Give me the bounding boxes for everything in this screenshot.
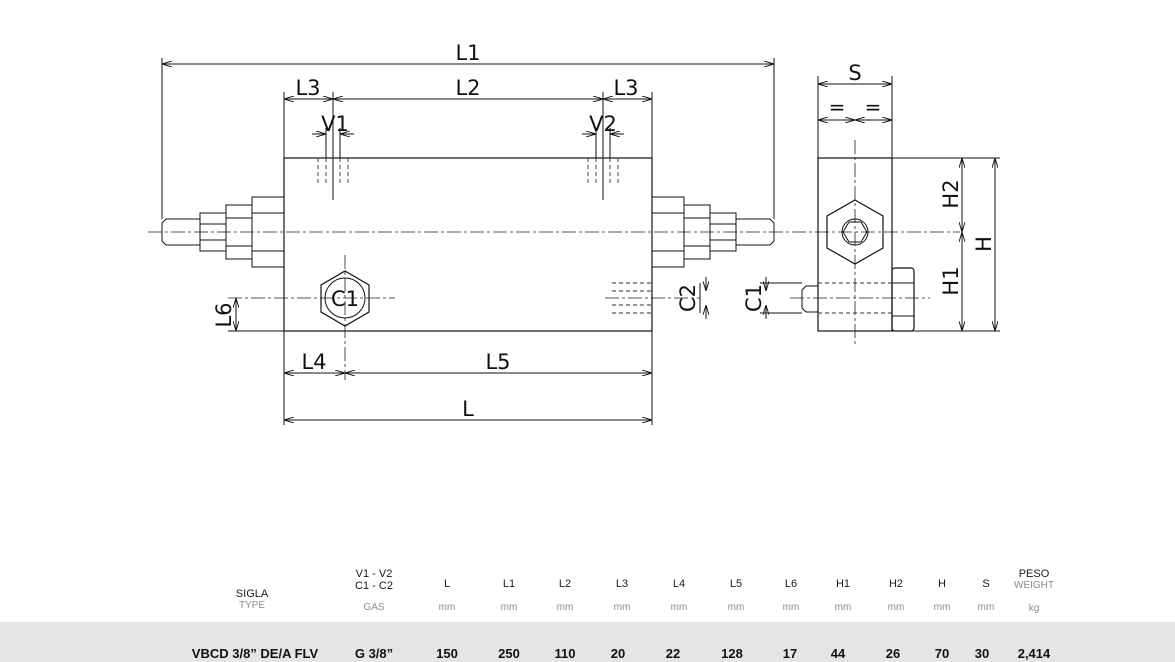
label-V1: V1: [321, 112, 349, 136]
header-col-S: S: [982, 578, 990, 590]
header-sigla: SIGLA: [235, 588, 269, 600]
row-L2: 110: [554, 646, 576, 661]
unit-H2: mm: [887, 602, 905, 613]
row-H2: 26: [885, 646, 901, 661]
header-col-L3: L3: [615, 578, 629, 590]
unit-L2: mm: [556, 602, 574, 613]
header-ports-line2: C1 - C2: [355, 580, 393, 592]
header-col-H2: H2: [888, 578, 904, 590]
header-col-L5: L5: [729, 578, 743, 590]
row-S: 30: [974, 646, 990, 661]
label-L2: L2: [455, 76, 480, 100]
header-col-L1: L1: [502, 578, 516, 590]
row-L6: 17: [782, 646, 798, 661]
unit-L6: mm: [782, 602, 800, 613]
row-L: 150: [436, 646, 458, 661]
label-L6: L6: [212, 302, 236, 327]
unit-L4: mm: [670, 602, 688, 613]
label-C2: C2: [676, 284, 700, 312]
label-S: S: [848, 61, 861, 85]
table-subheader-row: TYPE GAS mm mm mm mm mm mm mm mm mm mm m…: [0, 600, 1175, 616]
label-H: H: [972, 236, 996, 252]
row-L5: 128: [721, 646, 743, 661]
header-ports-line1: V1 - V2: [355, 568, 393, 580]
row-L3: 20: [610, 646, 626, 661]
header-col-H1: H1: [835, 578, 851, 590]
side-view: [760, 76, 1000, 345]
header-gas: GAS: [363, 602, 385, 613]
label-H1: H1: [939, 266, 963, 295]
unit-S: mm: [977, 602, 995, 613]
technical-drawing: L1 L3 L2 L3 V1 V2 C1 L4 L5 L L6 C2 C1 S …: [148, 41, 1000, 425]
row-L4: 22: [665, 646, 681, 661]
label-eq-left: =: [829, 95, 846, 119]
label-L1: L1: [455, 41, 480, 65]
header-col-L6: L6: [784, 578, 798, 590]
header-col-H: H: [938, 578, 946, 590]
row-H: 70: [934, 646, 950, 661]
row-L1: 250: [498, 646, 520, 661]
row-weight: 2,414: [1017, 646, 1051, 661]
label-L: L: [462, 397, 474, 421]
label-L3-left: L3: [295, 76, 320, 100]
label-V2: V2: [589, 112, 617, 136]
front-view: [148, 58, 960, 425]
unit-L1: mm: [500, 602, 518, 613]
label-C1-front: C1: [331, 287, 359, 311]
unit-H1: mm: [834, 602, 852, 613]
row-gas: G 3/8”: [354, 646, 394, 661]
unit-L3: mm: [613, 602, 631, 613]
label-eq-right: =: [865, 95, 882, 119]
unit-L5: mm: [727, 602, 745, 613]
unit-H: mm: [933, 602, 951, 613]
header-col-L2: L2: [558, 578, 572, 590]
label-C1-side: C1: [742, 284, 766, 312]
header-type: TYPE: [238, 600, 266, 611]
header-peso: PESO: [1018, 568, 1050, 580]
header-col-L: L: [443, 578, 451, 590]
unit-L: mm: [438, 602, 456, 613]
row-sigla: VBCD 3/8” DE/A FLV: [191, 646, 319, 661]
unit-kg: kg: [1028, 603, 1040, 614]
label-H2: H2: [939, 179, 963, 208]
table-row: VBCD 3/8” DE/A FLV G 3/8” 150 250 110 20…: [0, 622, 1175, 662]
table-header-row: SIGLA V1 - V2 C1 - C2 L L1 L2 L3 L4 L5 L…: [0, 568, 1175, 600]
row-H1: 44: [830, 646, 846, 661]
header-col-L4: L4: [672, 578, 686, 590]
label-L4: L4: [301, 350, 326, 374]
label-L3-right: L3: [613, 76, 638, 100]
label-L5: L5: [485, 350, 510, 374]
header-weight: WEIGHT: [1014, 580, 1054, 591]
